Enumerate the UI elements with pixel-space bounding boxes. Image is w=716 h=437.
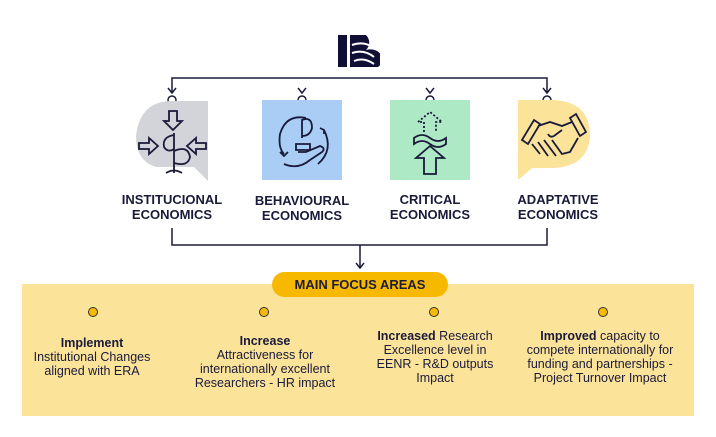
category-subtitle: ECONOMICS [389, 207, 471, 222]
focus-item-bold: Increased [377, 329, 436, 343]
category-title: BEHAVIOURAL [254, 193, 350, 208]
focus-item-bold: Increase [239, 334, 291, 348]
adaptative-icon [518, 100, 590, 180]
focus-areas-panel [22, 284, 694, 416]
category-subtitle: ECONOMICS [517, 207, 599, 222]
bullet-icon [429, 307, 439, 317]
critical-icon [390, 100, 470, 180]
category-subtitle: ECONOMICS [131, 207, 213, 222]
category-title: CRITICAL [399, 192, 461, 207]
behavioural-icon [262, 100, 342, 180]
bullet-icon [88, 307, 98, 317]
focus-item-text: Attractiveness for internationally excel… [194, 348, 336, 390]
focus-item: Increased Research Excellence level in E… [366, 329, 504, 385]
focus-item: Improved capacity to compete internation… [525, 329, 675, 385]
focus-item-text: capacity to compete internationally for … [526, 329, 674, 385]
institutional-icon [136, 101, 208, 181]
focus-item-text: Research Excellence level in EENR - R&D … [376, 329, 494, 385]
logo-icon [338, 35, 380, 67]
category-title: INSTITUCIONAL [121, 192, 223, 207]
focus-item-text: Institutional Changes aligned with ERA [33, 350, 151, 378]
category-subtitle: ECONOMICS [261, 208, 343, 223]
category-title: ADAPTATIVE [517, 192, 599, 207]
focus-areas-title: MAIN FOCUS AREAS [272, 272, 448, 297]
focus-item-bold: Implement [60, 336, 124, 350]
bullet-icon [259, 307, 269, 317]
focus-item-bold: Improved [540, 329, 597, 343]
bullet-icon [598, 307, 608, 317]
